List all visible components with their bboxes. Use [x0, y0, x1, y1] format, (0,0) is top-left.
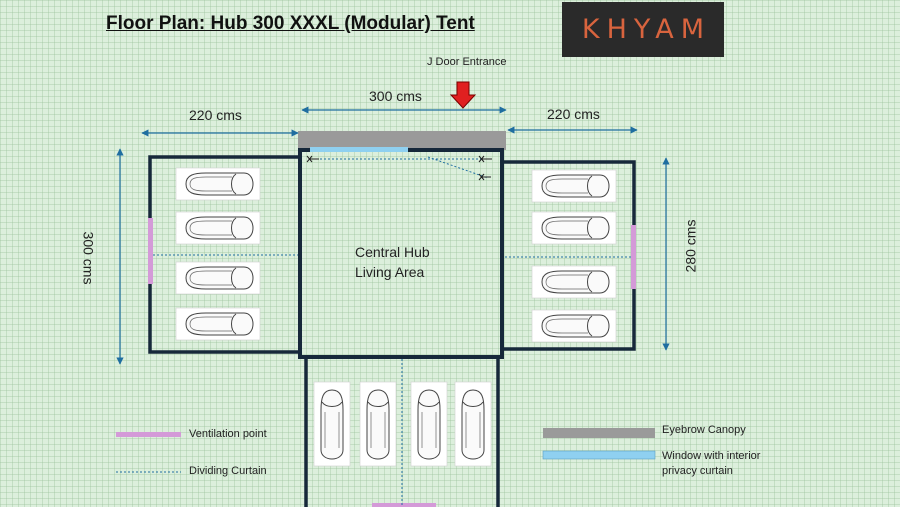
left-pod-width-label: 220 cms — [189, 107, 242, 123]
hub-width-label: 300 cms — [369, 88, 422, 104]
legend-window-swatch — [542, 450, 656, 460]
sleeping-bag — [454, 381, 492, 467]
bottom-ventilation-point — [372, 503, 436, 507]
page-title: Floor Plan: Hub 300 XXXL (Modular) Tent — [106, 13, 475, 34]
sleeping-bag — [531, 265, 617, 299]
sleeping-bag — [175, 307, 261, 341]
khyam-logo: KHYAM — [562, 2, 724, 57]
legend-canopy-label: Eyebrow Canopy — [662, 424, 746, 436]
sleeping-bag — [313, 381, 351, 467]
legend-window-line1: Window with interior — [662, 450, 761, 462]
sleeping-bag — [410, 381, 448, 467]
legend-window-line2: privacy curtain — [662, 465, 733, 477]
eyebrow-canopy — [298, 131, 506, 150]
sleeping-bag — [531, 169, 617, 203]
legend-window-label: Window with interior privacy curtain — [662, 449, 760, 479]
bottom-sleeping-pod — [304, 355, 500, 507]
right-ventilation-point — [631, 225, 636, 289]
legend-ventilation-swatch — [116, 432, 181, 437]
sleeping-bag — [531, 309, 617, 343]
sleeping-bag — [531, 211, 617, 245]
logo-text: KHYAM — [581, 14, 712, 45]
left-ventilation-point — [148, 218, 153, 284]
hub-window — [310, 147, 408, 152]
door-zip-marks — [306, 155, 492, 181]
central-hub-label: Central Hub Living Area — [355, 242, 430, 282]
door-entrance-label: J Door Entrance — [427, 56, 507, 68]
door-curtain — [427, 156, 489, 179]
sleeping-bag — [175, 167, 261, 201]
sleeping-bag — [175, 261, 261, 295]
legend-canopy-swatch — [543, 428, 655, 438]
legend-ventilation-label: Ventilation point — [189, 428, 267, 440]
right-pod-width-label: 220 cms — [547, 106, 600, 122]
sleeping-bag — [175, 211, 261, 245]
central-hub-room — [298, 148, 504, 359]
hub-label-line1: Central Hub — [355, 244, 430, 260]
door-entrance-arrow — [449, 81, 477, 109]
legend-curtain-label: Dividing Curtain — [189, 465, 267, 477]
sleeping-bag — [359, 381, 397, 467]
hub-label-line2: Living Area — [355, 264, 425, 280]
